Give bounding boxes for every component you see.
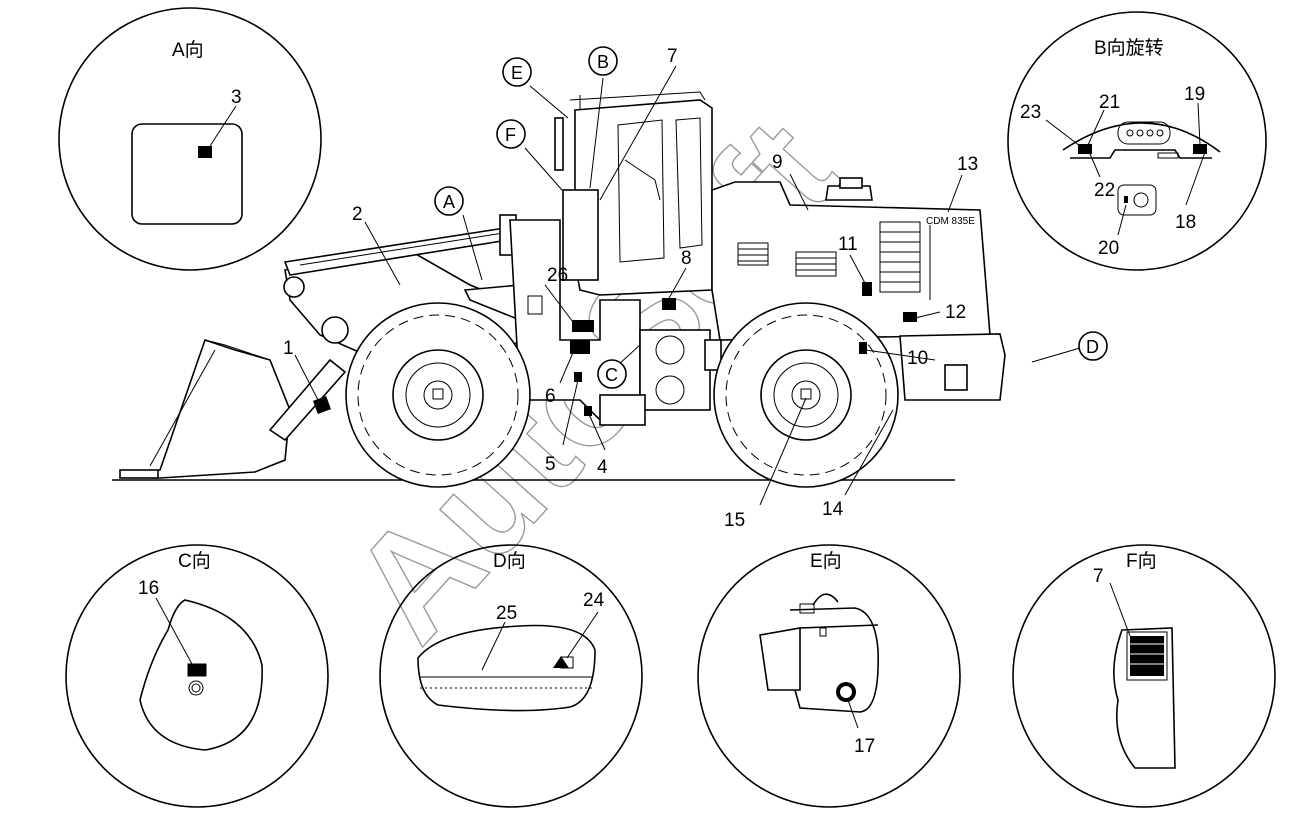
part-number-8: 8 xyxy=(681,248,692,269)
detail-view-b: B向旋转 23 21 19 22 18 20 xyxy=(1007,11,1267,271)
view-marker-c: C xyxy=(597,359,627,389)
svg-text:B向旋转: B向旋转 xyxy=(1094,37,1164,59)
hood-grilles xyxy=(737,221,931,300)
detail-view-c: C向 16 xyxy=(65,544,329,808)
decal-6 xyxy=(570,340,590,354)
part-number-3: 3 xyxy=(231,87,242,108)
part-number-1: 1 xyxy=(283,338,294,359)
view-marker-d: D xyxy=(1078,331,1108,361)
decal-8 xyxy=(662,298,676,310)
part-number-11: 11 xyxy=(838,234,858,255)
decal-4 xyxy=(584,406,592,416)
part-number-25: 25 xyxy=(496,603,517,624)
svg-text:A向: A向 xyxy=(172,39,204,61)
part-number-26: 26 xyxy=(547,265,568,286)
svg-text:E: E xyxy=(511,63,523,83)
view-markers: A B C D E F xyxy=(434,46,1108,389)
part-number-labels: 1 2 4 5 6 7 8 9 10 11 12 13 14 15 26 xyxy=(283,46,978,531)
part-number-16: 16 xyxy=(138,578,159,599)
view-marker-b: B xyxy=(588,46,618,76)
part-number-12: 12 xyxy=(945,302,966,323)
part-number-6: 6 xyxy=(545,386,556,407)
part-number-13: 13 xyxy=(957,154,978,175)
part-number-7: 7 xyxy=(667,46,678,67)
svg-text:C向: C向 xyxy=(178,550,211,572)
view-marker-e: E xyxy=(502,57,532,87)
svg-text:F向: F向 xyxy=(1126,550,1157,572)
front-wheel xyxy=(345,302,531,488)
svg-text:A: A xyxy=(443,192,455,212)
part-number-7-f: 7 xyxy=(1093,566,1104,587)
view-marker-f: F xyxy=(496,119,526,149)
svg-text:E向: E向 xyxy=(810,550,842,572)
svg-text:F: F xyxy=(505,125,516,145)
part-number-19: 19 xyxy=(1184,84,1205,105)
part-number-9: 9 xyxy=(772,152,783,173)
svg-text:D向: D向 xyxy=(493,550,526,572)
part-number-22: 22 xyxy=(1094,180,1115,201)
wheel-loader-side-view: CDM 835E xyxy=(119,91,1006,488)
machine-model-label: CDM 835E xyxy=(926,216,975,227)
part-number-5: 5 xyxy=(545,454,556,475)
decal-5 xyxy=(574,372,582,382)
rear-wheel xyxy=(713,302,899,488)
part-number-21: 21 xyxy=(1099,92,1120,113)
leader-lines xyxy=(294,65,1081,506)
part-number-24: 24 xyxy=(583,590,605,611)
detail-view-e: E向 17 xyxy=(697,544,961,808)
svg-text:D: D xyxy=(1086,337,1099,357)
part-number-20: 20 xyxy=(1098,238,1119,259)
part-number-17: 17 xyxy=(854,736,875,757)
detail-view-f: F向 7 xyxy=(1012,544,1276,808)
detail-view-a: A向 3 xyxy=(58,7,322,271)
decal-26 xyxy=(572,320,594,332)
svg-text:C: C xyxy=(605,365,618,385)
part-number-23: 23 xyxy=(1020,102,1041,123)
detail-view-d: D向 25 24 xyxy=(379,544,643,808)
part-number-10: 10 xyxy=(907,348,928,369)
part-number-18: 18 xyxy=(1175,212,1196,233)
decal-11 xyxy=(862,282,872,296)
part-number-4: 4 xyxy=(597,457,608,478)
part-number-14: 14 xyxy=(822,499,844,520)
part-number-15: 15 xyxy=(724,510,745,531)
bucket xyxy=(119,338,291,479)
decal-12 xyxy=(903,312,917,322)
view-marker-a: A xyxy=(434,186,464,216)
part-number-2: 2 xyxy=(352,204,363,225)
decal-1 xyxy=(313,396,331,414)
svg-text:B: B xyxy=(597,52,609,72)
decal-10 xyxy=(859,342,867,354)
